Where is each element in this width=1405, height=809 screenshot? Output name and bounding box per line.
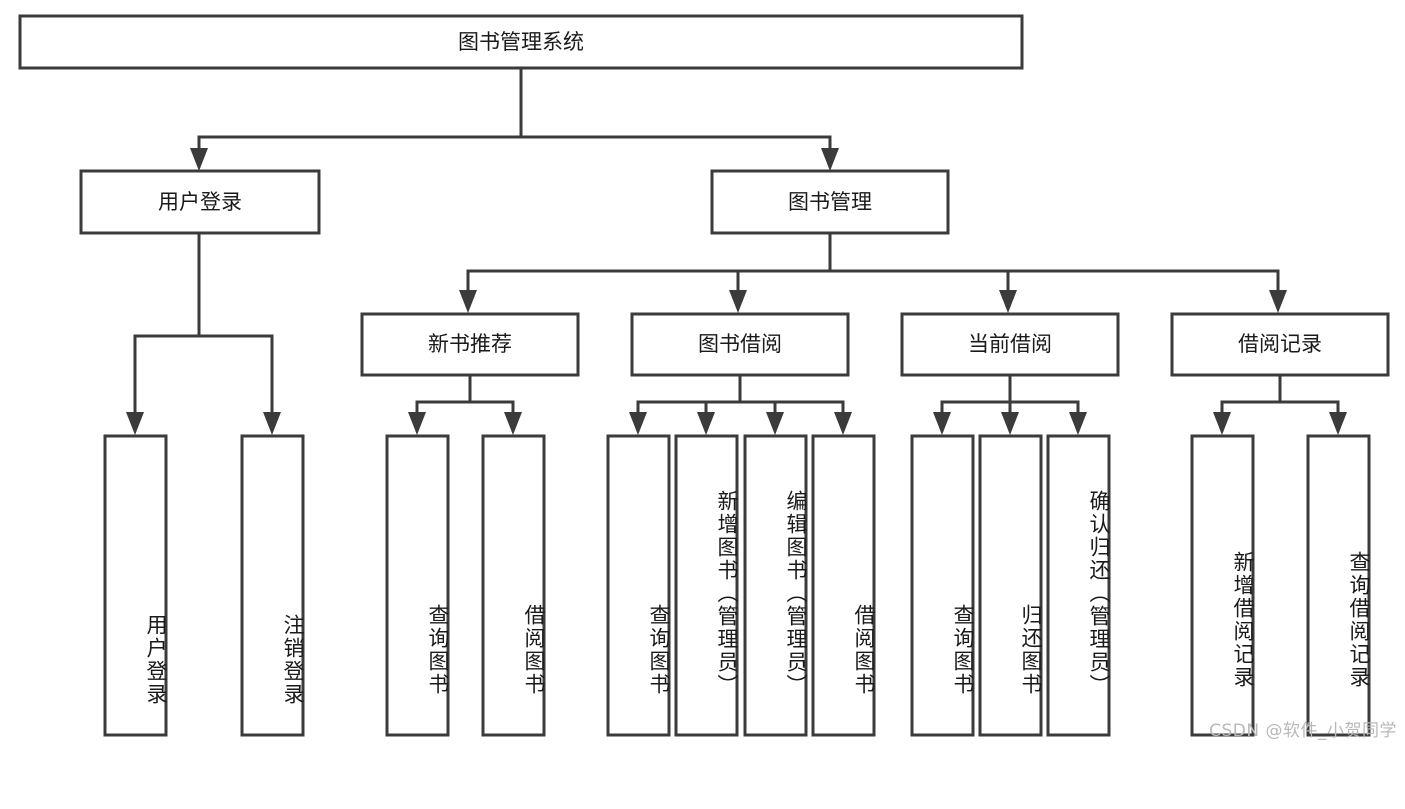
arrow-head-leaf-new-book-1 bbox=[408, 412, 426, 435]
node-label-book-mgmt: 图书管理 bbox=[788, 190, 872, 214]
arrow-head-leaf-book-borrow-3 bbox=[766, 412, 784, 435]
node-box-leaf-new-book-1[interactable] bbox=[385, 434, 450, 737]
arrow-head-leaf-current-borrow-2 bbox=[1001, 412, 1019, 435]
arrow-head-leaf-borrow-record-1 bbox=[1213, 412, 1231, 435]
arrow-head-leaf-user-login-2 bbox=[263, 412, 281, 435]
node-box-leaf-new-book-2[interactable] bbox=[481, 434, 546, 737]
connectors bbox=[126, 66, 1347, 435]
node-box-leaf-book-borrow-4[interactable] bbox=[811, 434, 876, 737]
arrow-head-borrow-record bbox=[1269, 290, 1287, 313]
arrow-head-book-borrow bbox=[729, 290, 747, 313]
node-label-root: 图书管理系统 bbox=[458, 30, 584, 54]
flowchart-svg: 图书管理系统 用户登录 图书管理 新书推荐 图书借阅 当前借阅 借阅记录 bbox=[18, 14, 1390, 737]
arrow-head-current-borrow bbox=[999, 290, 1017, 313]
node-box-leaf-borrow-record-2[interactable] bbox=[1306, 434, 1371, 737]
node-label-borrow-record: 借阅记录 bbox=[1238, 332, 1322, 356]
node-label-user-login: 用户登录 bbox=[158, 190, 242, 214]
arrow-head-leaf-book-borrow-1 bbox=[629, 412, 647, 435]
node-box-leaf-book-borrow-1[interactable] bbox=[606, 434, 671, 737]
arrow-head-leaf-new-book-2 bbox=[504, 412, 522, 435]
node-box-borrow-record[interactable] bbox=[1170, 312, 1390, 377]
node-box-leaf-borrow-record-1[interactable] bbox=[1190, 434, 1255, 737]
arrow-head-user-login bbox=[190, 148, 208, 171]
arrow-head-new-book bbox=[459, 290, 477, 313]
node-label-book-borrow: 图书借阅 bbox=[698, 332, 782, 356]
node-box-leaf-current-borrow-1[interactable] bbox=[910, 434, 975, 737]
node-label-current-borrow: 当前借阅 bbox=[968, 332, 1052, 356]
node-box-leaf-book-borrow-3[interactable] bbox=[743, 434, 808, 737]
flowchart-canvas: 图书管理系统 用户登录 图书管理 新书推荐 图书借阅 当前借阅 借阅记录 bbox=[18, 14, 1397, 741]
node-box-current-borrow[interactable] bbox=[900, 312, 1120, 377]
arrow-head-leaf-current-borrow-1 bbox=[933, 412, 951, 435]
node-box-leaf-user-login-2[interactable] bbox=[240, 434, 305, 737]
node-box-leaf-book-borrow-2[interactable] bbox=[674, 434, 739, 737]
node-box-leaf-current-borrow-3[interactable] bbox=[1046, 434, 1111, 737]
node-box-book-borrow[interactable] bbox=[630, 312, 850, 377]
nodes: 图书管理系统 用户登录 图书管理 新书推荐 图书借阅 当前借阅 借阅记录 bbox=[18, 14, 1390, 737]
arrow-head-leaf-book-borrow-4 bbox=[834, 412, 852, 435]
node-box-user-login[interactable] bbox=[79, 169, 321, 235]
node-label-new-book: 新书推荐 bbox=[428, 332, 512, 356]
node-box-root[interactable] bbox=[18, 14, 1024, 70]
arrow-head-leaf-borrow-record-2 bbox=[1329, 412, 1347, 435]
arrow-head-leaf-user-login-1 bbox=[126, 412, 144, 435]
arrow-head-leaf-book-borrow-2 bbox=[697, 412, 715, 435]
arrow-head-book-mgmt bbox=[821, 148, 839, 171]
arrow-head-leaf-current-borrow-3 bbox=[1069, 412, 1087, 435]
node-box-book-mgmt[interactable] bbox=[710, 169, 950, 235]
node-box-leaf-user-login-1[interactable] bbox=[103, 434, 168, 737]
node-box-leaf-current-borrow-2[interactable] bbox=[978, 434, 1043, 737]
node-box-new-book[interactable] bbox=[360, 312, 580, 377]
